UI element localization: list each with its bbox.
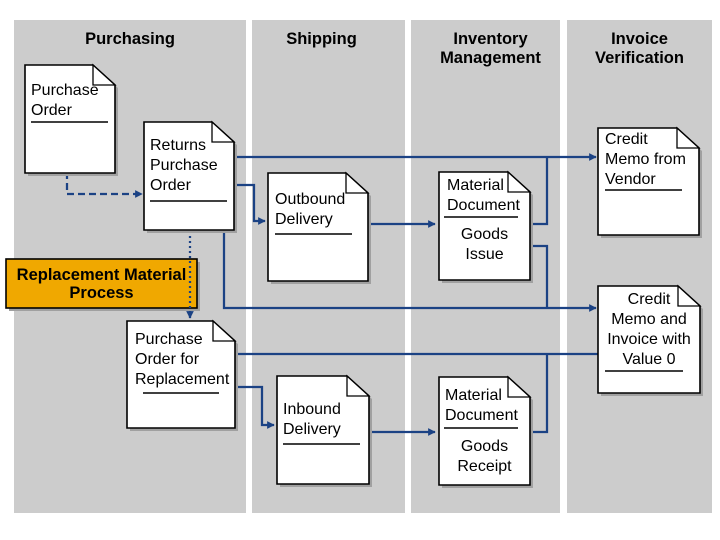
doc-shape-returns-purchase-order bbox=[143, 120, 237, 233]
doc-label-outbound-delivery: Outbound Delivery bbox=[275, 191, 346, 228]
doc-shape-material-document-goods-issue bbox=[438, 170, 533, 283]
connector-purchase-order-to-returns-po bbox=[65, 172, 143, 198]
doc-label-credit-memo-from-vendor: Credit Memo from Vendor bbox=[605, 131, 686, 188]
connector-returns-po-to-outbound-delivery bbox=[234, 183, 266, 225]
doc-shape-inbound-delivery bbox=[276, 374, 372, 487]
process-box-rect bbox=[5, 258, 198, 309]
process-box-shape bbox=[5, 258, 200, 311]
connectors bbox=[65, 153, 598, 436]
connector-returns-po-to-credit-memo-invoice bbox=[222, 230, 597, 312]
doc-shape-purchase-order-for-replacement bbox=[126, 319, 238, 431]
lane-invoice-verification bbox=[567, 20, 712, 513]
doc-label-returns-purchase-order: Returns Purchase Order bbox=[150, 137, 218, 194]
doc-label-material-document-goods-issue: Material Document bbox=[447, 177, 520, 214]
connector-po-replacement-to-inbound-delivery bbox=[235, 385, 275, 429]
doc-label-inbound-delivery: Inbound Delivery bbox=[283, 401, 341, 438]
doc-shape-credit-memo-and-invoice bbox=[597, 284, 703, 396]
lane-header-purchasing: Purchasing bbox=[85, 30, 175, 48]
doc-sublabel-goods-issue: Goods Issue bbox=[460, 226, 509, 263]
documents-shapes bbox=[24, 63, 703, 488]
doc-label-purchase-order: Purchase Order bbox=[31, 82, 99, 119]
doc-label-purchase-order-for-replacement: Purchase Order for Replacement bbox=[135, 331, 230, 388]
connector-goods-issue-to-credit-memo-invoice bbox=[530, 244, 549, 308]
connector-goods-issue-to-credit-memo-vendor bbox=[530, 158, 549, 226]
doc-shape-credit-memo-from-vendor bbox=[597, 126, 702, 238]
doc-shape-material-document-goods-receipt bbox=[438, 375, 533, 488]
lane-header-shipping: Shipping bbox=[286, 30, 357, 48]
doc-sublabel-goods-receipt: Goods Receipt bbox=[457, 438, 512, 475]
doc-label-credit-memo-and-invoice: Credit Memo and Invoice with Value 0 bbox=[607, 291, 691, 368]
lane-header-invoice-verification: Invoice Verification bbox=[595, 30, 684, 67]
lane-header-inventory-management: Inventory Management bbox=[440, 30, 541, 67]
doc-shape-purchase-order bbox=[24, 63, 118, 176]
process-box-label: Replacement Material Process bbox=[16, 266, 187, 302]
doc-label-material-document-goods-receipt: Material Document bbox=[445, 387, 518, 424]
doc-shape-outbound-delivery bbox=[267, 171, 371, 284]
connector-goods-receipt-to-credit-memo-invoice bbox=[530, 355, 549, 434]
